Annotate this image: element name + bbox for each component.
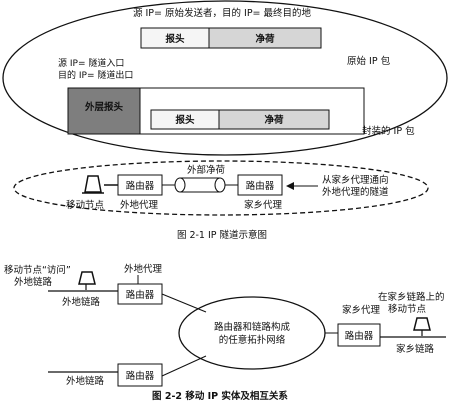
- visiting-mobile-node-icon: [78, 271, 96, 290]
- network-label-line2: 的任意拓扑网络: [219, 334, 286, 346]
- home-agent-label-2: 家乡代理: [342, 304, 381, 316]
- home-mobile-label-line2: 移动节点: [388, 303, 427, 315]
- inner-header-label: 报头: [175, 114, 195, 126]
- home-mobile-label-line1: 在家乡链路上的: [378, 291, 445, 303]
- network-label-line1: 路由器和链路构成: [214, 321, 291, 333]
- tunnel-note-line1: 从家乡代理通向: [322, 174, 389, 186]
- home-link-label: 家乡链路: [396, 343, 435, 355]
- tunnel-note-line2: 外地代理的隧道: [322, 186, 389, 198]
- inner-payload-label: 净荷: [264, 114, 284, 126]
- home-mobile-node-icon: [413, 317, 431, 336]
- home-router-label-2: 路由器: [345, 330, 374, 342]
- figure-ip-tunnel: 源 IP= 原始发送者，目的 IP= 最终目的地 报头 净荷 原始 IP 包 源…: [2, 0, 448, 241]
- router-2-box: [117, 363, 163, 387]
- home-router-label: 路由器: [246, 180, 275, 192]
- outer-header-box: [67, 87, 141, 135]
- mobile-node-icon: [82, 175, 104, 194]
- home-router-box: [237, 174, 283, 196]
- mobile-node-label: 移动节点: [66, 199, 105, 211]
- figure-mobile-ip-entities: 移动节点“访问” 外地链路 外地代理 外地链路 路由器 路由器和链路构成 的任意…: [4, 263, 446, 402]
- foreign-router-label: 路由器: [126, 180, 155, 192]
- orig-packet-label: 原始 IP 包: [347, 55, 391, 67]
- tunnel-ellipse: [13, 160, 429, 216]
- visit-label-line2: 外地链路: [14, 276, 53, 288]
- visit-label-line1: 移动节点“访问”: [4, 264, 71, 276]
- foreign-agent-label: 外地代理: [120, 199, 159, 211]
- router-1-label: 路由器: [126, 289, 155, 301]
- router1-to-network: [161, 293, 207, 313]
- foreign-link-1-label: 外地链路: [62, 296, 101, 308]
- figure-1-caption: 图 2-1 IP 隧道示意图: [177, 229, 267, 241]
- outer-header-label: 外层报头: [84, 101, 124, 113]
- packet-ellipse: [2, 0, 448, 156]
- outer-payload-label: 外部净荷: [187, 164, 226, 176]
- foreign-agent-label-2: 外地代理: [124, 263, 163, 275]
- router2-to-network: [161, 355, 207, 377]
- inner-payload-box: [218, 109, 330, 130]
- tunnel-dst-note: 目的 IP= 隧道出口: [58, 69, 133, 81]
- home-router-box-2: [337, 323, 381, 347]
- orig-payload-box: [208, 27, 322, 49]
- encap-packet-label: 封装的 IP 包: [362, 125, 415, 137]
- orig-header-label: 报头: [165, 33, 185, 45]
- top-note: 源 IP= 原始发送者，目的 IP= 最终目的地: [133, 7, 312, 19]
- tunnel-pipe: [174, 177, 226, 193]
- router-2-label: 路由器: [126, 370, 155, 382]
- figure-2-caption: 图 2-2 移动 IP 实体及相互关系: [152, 390, 288, 402]
- home-agent-label: 家乡代理: [244, 199, 283, 211]
- foreign-link-2-label: 外地链路: [66, 375, 105, 387]
- orig-payload-label: 净荷: [255, 33, 275, 45]
- tunnel-src-note: 源 IP= 隧道入口: [58, 57, 124, 69]
